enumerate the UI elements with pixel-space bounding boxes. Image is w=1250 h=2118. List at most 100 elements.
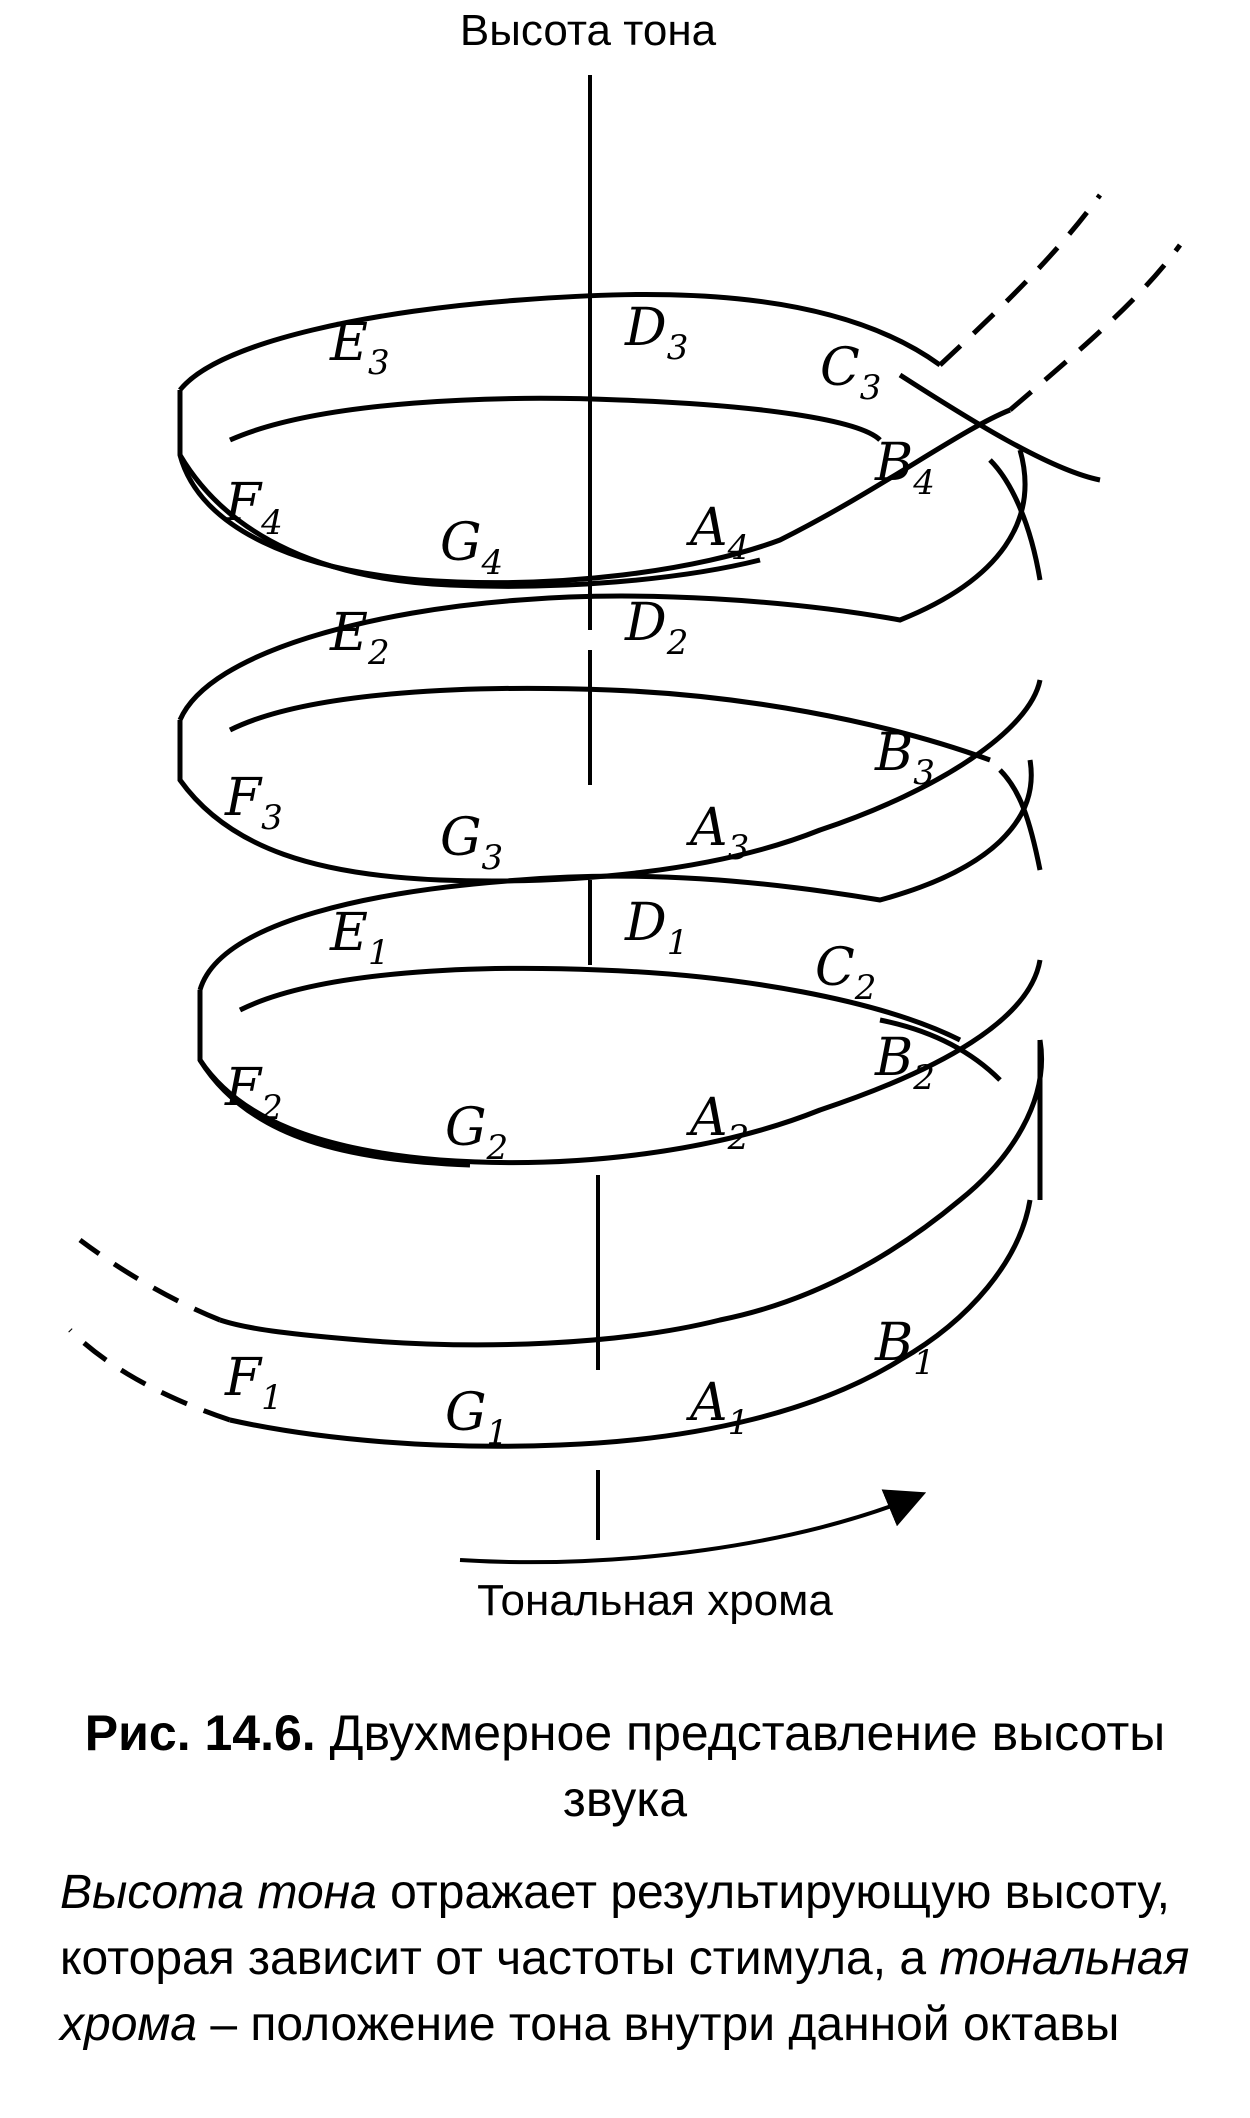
note-octave: 2 xyxy=(727,1118,750,1158)
note-label: A4 xyxy=(686,498,749,568)
note-label: F4 xyxy=(224,473,283,543)
note-label: D2 xyxy=(624,593,688,663)
note-letter: A xyxy=(686,798,728,858)
note-label: G3 xyxy=(440,808,503,878)
upper-continuation-outer xyxy=(938,193,1103,367)
figure-caption: Рис. 14.6. Двухмерное представление высо… xyxy=(60,1700,1190,2058)
note-label: A3 xyxy=(686,798,749,868)
note-label: F3 xyxy=(224,768,283,838)
note-label: B3 xyxy=(874,723,935,793)
note-letter: A xyxy=(686,1088,728,1148)
note-letter: B xyxy=(874,1313,913,1373)
note-octave: 3 xyxy=(482,838,504,878)
coil-3-inner-edge xyxy=(228,685,991,763)
note-octave: 3 xyxy=(860,368,882,408)
note-letter: G xyxy=(440,513,482,573)
caption-description: Высота тона отражает результирующую высо… xyxy=(60,1860,1190,2058)
note-letter: F xyxy=(224,473,263,533)
note-label: C2 xyxy=(815,938,876,1008)
coil-1-bottom-edge xyxy=(229,1199,1033,1449)
note-octave: 2 xyxy=(260,1088,283,1128)
note-letter: E xyxy=(329,603,368,663)
coil-4-front-top xyxy=(177,390,1011,586)
upper-continuation-inner xyxy=(1008,243,1183,412)
note-label: G4 xyxy=(440,513,503,583)
note-label: A1 xyxy=(686,1373,749,1443)
note-letter: E xyxy=(329,313,368,373)
note-letter: G xyxy=(445,1098,487,1158)
caption-title: Рис. 14.6. Двухмерное представление высо… xyxy=(60,1700,1190,1832)
note-letter: E xyxy=(329,903,368,963)
note-octave: 3 xyxy=(667,328,689,368)
note-octave: 3 xyxy=(728,828,750,868)
note-letter: D xyxy=(624,298,667,358)
figure-number: Рис. 14.6. xyxy=(84,1705,316,1761)
note-octave: 2 xyxy=(367,633,390,673)
coil-3-back-right xyxy=(988,458,1043,581)
note-label: F2 xyxy=(224,1058,283,1128)
coil-2-inner-edge xyxy=(238,965,962,1043)
coil-1-inner-curve xyxy=(879,1017,1002,1082)
note-label: E1 xyxy=(329,903,390,973)
coil-4-outer-front xyxy=(898,372,1101,483)
note-octave: 4 xyxy=(727,528,750,568)
note-octave: 2 xyxy=(912,1058,935,1098)
chroma-axis-label: Тональная хрома xyxy=(477,1576,833,1625)
note-letter: B xyxy=(874,723,913,783)
note-letter: C xyxy=(815,938,855,998)
coil-3-top-edge xyxy=(177,449,1028,721)
caption-term-chroma: тональная хрома xyxy=(60,1932,1190,2051)
note-label: B2 xyxy=(874,1028,935,1098)
note-label: G1 xyxy=(445,1383,508,1453)
note-letter: G xyxy=(445,1383,487,1443)
note-octave: 1 xyxy=(368,933,390,973)
note-label: E3 xyxy=(329,313,390,383)
figure-title: Двухмерное представление высоты звука xyxy=(329,1705,1166,1827)
note-octave: 4 xyxy=(260,503,283,543)
note-octave: 1 xyxy=(487,1413,509,1453)
note-octave: 1 xyxy=(261,1378,283,1418)
note-octave: 3 xyxy=(913,753,935,793)
pitch-helix-ribbon xyxy=(177,292,1101,1449)
note-letter: A xyxy=(686,498,728,558)
note-letter: D xyxy=(624,893,667,953)
caption-term-pitch: Высота тона xyxy=(60,1866,377,1919)
note-octave: 4 xyxy=(481,543,504,583)
note-letter: B xyxy=(874,1028,913,1088)
tonal-chroma-arrow xyxy=(459,1489,927,1565)
coil-2-front-bottom xyxy=(197,1058,471,1168)
note-label: E2 xyxy=(329,603,390,673)
note-letter: F xyxy=(224,1058,263,1118)
note-label: B4 xyxy=(874,433,935,503)
note-octave: 2 xyxy=(486,1128,509,1168)
note-letter: G xyxy=(440,808,482,868)
coil-2-top-edge xyxy=(197,759,1034,991)
note-label: D3 xyxy=(624,298,688,368)
note-octave: 3 xyxy=(261,798,283,838)
note-label: G2 xyxy=(445,1098,508,1168)
note-octave: 1 xyxy=(728,1403,750,1443)
note-letter: F xyxy=(224,1348,263,1408)
caption-text-part-1: отражает результирующую высоту, которая … xyxy=(60,1866,1170,1985)
note-label: D1 xyxy=(624,893,688,963)
note-letter: A xyxy=(686,1373,728,1433)
note-letter: B xyxy=(874,433,913,493)
note-octave: 4 xyxy=(912,463,935,503)
note-letter: C xyxy=(820,338,860,398)
lower-continuation-outer xyxy=(78,1237,221,1323)
coil-4-top-edge xyxy=(178,292,942,392)
lower-continuation-inner xyxy=(68,1328,231,1423)
note-label: F1 xyxy=(224,1348,283,1418)
note-octave: 2 xyxy=(854,968,877,1008)
note-octave: 2 xyxy=(666,623,689,663)
coil-2-back-right xyxy=(998,768,1043,871)
coil-4-inner-edge xyxy=(228,395,882,443)
note-octave: 1 xyxy=(913,1343,935,1383)
pitch-axis-label: Высота тона xyxy=(460,6,717,55)
note-label: B1 xyxy=(874,1313,935,1383)
note-letter: D xyxy=(624,593,667,653)
coil-1-top-edge xyxy=(219,1039,1044,1348)
caption-text-part-2: – положение тона внутри данной октавы xyxy=(197,1998,1120,2051)
